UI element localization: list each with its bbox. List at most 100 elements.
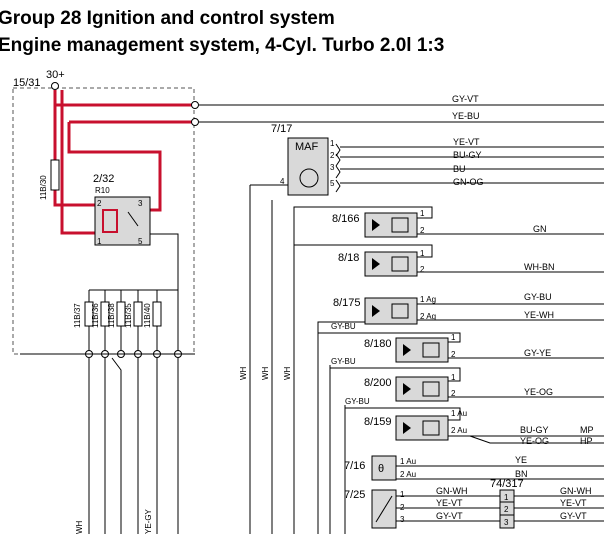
wire-label-wh-bottom: WH (75, 520, 84, 534)
svg-text:YE-VT: YE-VT (560, 498, 587, 508)
svg-text:1: 1 (400, 490, 405, 499)
supply-label: 30+ (46, 69, 65, 81)
svg-text:8/180: 8/180 (364, 338, 392, 350)
svg-text:1 Au: 1 Au (451, 409, 467, 418)
svg-text:BN: BN (515, 469, 528, 479)
relay-switch (127, 211, 139, 227)
fuse-label-38: 11B/38 (107, 303, 116, 328)
svg-text:1 Ag: 1 Ag (420, 295, 436, 304)
svg-text:2: 2 (504, 505, 509, 514)
svg-text:WH-BN: WH-BN (524, 262, 555, 272)
injector-8-159: 8/159 1 Au 2 Au BU-GY YE-OG MP HP (345, 407, 604, 446)
svg-text:1: 1 (420, 209, 425, 218)
wire-label-ye-gy: YE-GY (144, 508, 153, 534)
relay-ref: 2/32 (93, 173, 114, 185)
fuse-label-40: 11B/40 (143, 303, 152, 328)
svg-text:7/16: 7/16 (344, 460, 365, 472)
relay-out-wire (150, 233, 179, 290)
svg-text:7/25: 7/25 (344, 489, 365, 501)
svg-text:YE-VT: YE-VT (436, 498, 463, 508)
maf-label: MAF (295, 141, 319, 153)
supply-node (51, 82, 59, 90)
svg-text:5: 5 (138, 237, 143, 246)
svg-text:2 Au: 2 Au (451, 426, 467, 435)
bus-wire-label-1: GY-VT (452, 94, 479, 104)
svg-text:2 Ag: 2 Ag (420, 312, 436, 321)
svg-text:3: 3 (330, 163, 335, 172)
injector-8-175: 8/175 1 Ag 2 Ag GY-BU YE-WH (317, 292, 604, 330)
fuse-nodes (20, 350, 195, 534)
svg-text:2: 2 (451, 350, 456, 359)
svg-text:GY-VT: GY-VT (560, 511, 587, 521)
svg-text:YE-OG: YE-OG (520, 436, 549, 446)
maf-ref: 7/17 (271, 123, 292, 135)
svg-text:2 Au: 2 Au (400, 470, 416, 479)
red-wire-relay-2 (53, 90, 96, 207)
red-wire-relay-1 (60, 90, 96, 235)
svg-text:θ: θ (378, 463, 384, 475)
maf-body (287, 137, 329, 196)
svg-text:1: 1 (420, 249, 425, 258)
injector-8-18: 8/18 1 2 WH-BN (294, 244, 604, 277)
svg-text:8/18: 8/18 (338, 252, 359, 264)
svg-text:MP: MP (580, 425, 594, 435)
svg-text:GN-WH: GN-WH (436, 486, 468, 496)
page-subtitle: Engine management system, 4-Cyl. Turbo 2… (0, 35, 445, 56)
relay-body (94, 196, 151, 246)
svg-text:1 Au: 1 Au (400, 457, 416, 466)
svg-text:2: 2 (330, 151, 335, 160)
wire-label-wh-3: WH (283, 366, 292, 380)
svg-text:1: 1 (97, 237, 102, 246)
fuse-label-36: 11B/36 (91, 303, 100, 328)
relay-fuse (50, 159, 60, 191)
fuse-label-37: 11B/37 (73, 303, 82, 328)
svg-text:GN: GN (533, 224, 547, 234)
svg-text:5: 5 (330, 179, 335, 188)
maf-transistor-icon (299, 168, 319, 188)
maf-wire-2: BU-GY (453, 150, 482, 160)
svg-text:3: 3 (504, 518, 509, 527)
ground-wire-label-3: GY-BU (345, 397, 370, 406)
svg-text:GN-WH: GN-WH (560, 486, 592, 496)
svg-text:YE: YE (515, 455, 527, 465)
svg-text:1: 1 (451, 333, 456, 342)
svg-text:BU-GY: BU-GY (520, 425, 549, 435)
injector-8-180: 8/180 1 2 GY-YE (318, 332, 604, 363)
wire-label-wh-1: WH (239, 366, 248, 380)
relay-coil (102, 209, 118, 233)
svg-text:2: 2 (97, 199, 102, 208)
svg-text:GY-YE: GY-YE (524, 348, 551, 358)
svg-text:3: 3 (400, 515, 405, 524)
fuse-box-label: 15/31 (13, 77, 41, 89)
maf-wire-3: BU (453, 164, 466, 174)
ground-wire-label-1: GY-BU (331, 322, 356, 331)
svg-text:1: 1 (504, 493, 509, 502)
bus-wire-label-2: YE-BU (452, 111, 480, 121)
svg-text:2: 2 (420, 265, 425, 274)
relay-fuse-label: 11B/30 (39, 175, 48, 200)
pressure-sensor-7-25: 7/25 1 2 3 GN-WH YE-VT GY-VT 74/317 1 2 … (344, 478, 604, 529)
svg-text:YE-WH: YE-WH (524, 310, 554, 320)
svg-text:GY-BU: GY-BU (524, 292, 552, 302)
svg-text:74/317: 74/317 (490, 478, 524, 490)
svg-text:8/166: 8/166 (332, 213, 360, 225)
svg-text:1: 1 (330, 139, 335, 148)
svg-text:GY-VT: GY-VT (436, 511, 463, 521)
maf-wire-4: GN-OG (453, 177, 484, 187)
temp-sensor-7-16: 7/16 θ 1 Au 2 Au YE BN (344, 455, 604, 481)
ground-wire-label-2: GY-BU (331, 357, 356, 366)
svg-text:3: 3 (138, 199, 143, 208)
svg-text:HP: HP (580, 436, 593, 446)
maf-wires (250, 143, 604, 193)
svg-text:8/200: 8/200 (364, 377, 392, 389)
svg-text:1: 1 (451, 373, 456, 382)
fuse-label-35: 11B/35 (124, 303, 133, 328)
red-wire-relay-3 (67, 122, 162, 212)
svg-text:2: 2 (451, 389, 456, 398)
page-title: Group 28 Ignition and control system (0, 8, 335, 29)
injector-8-166: 8/166 1 2 GN (293, 206, 604, 245)
relay-sub: R10 (95, 186, 110, 195)
injector-8-200: 8/200 1 2 YE-OG (330, 367, 604, 402)
maf-wire-1: YE-VT (453, 137, 480, 147)
